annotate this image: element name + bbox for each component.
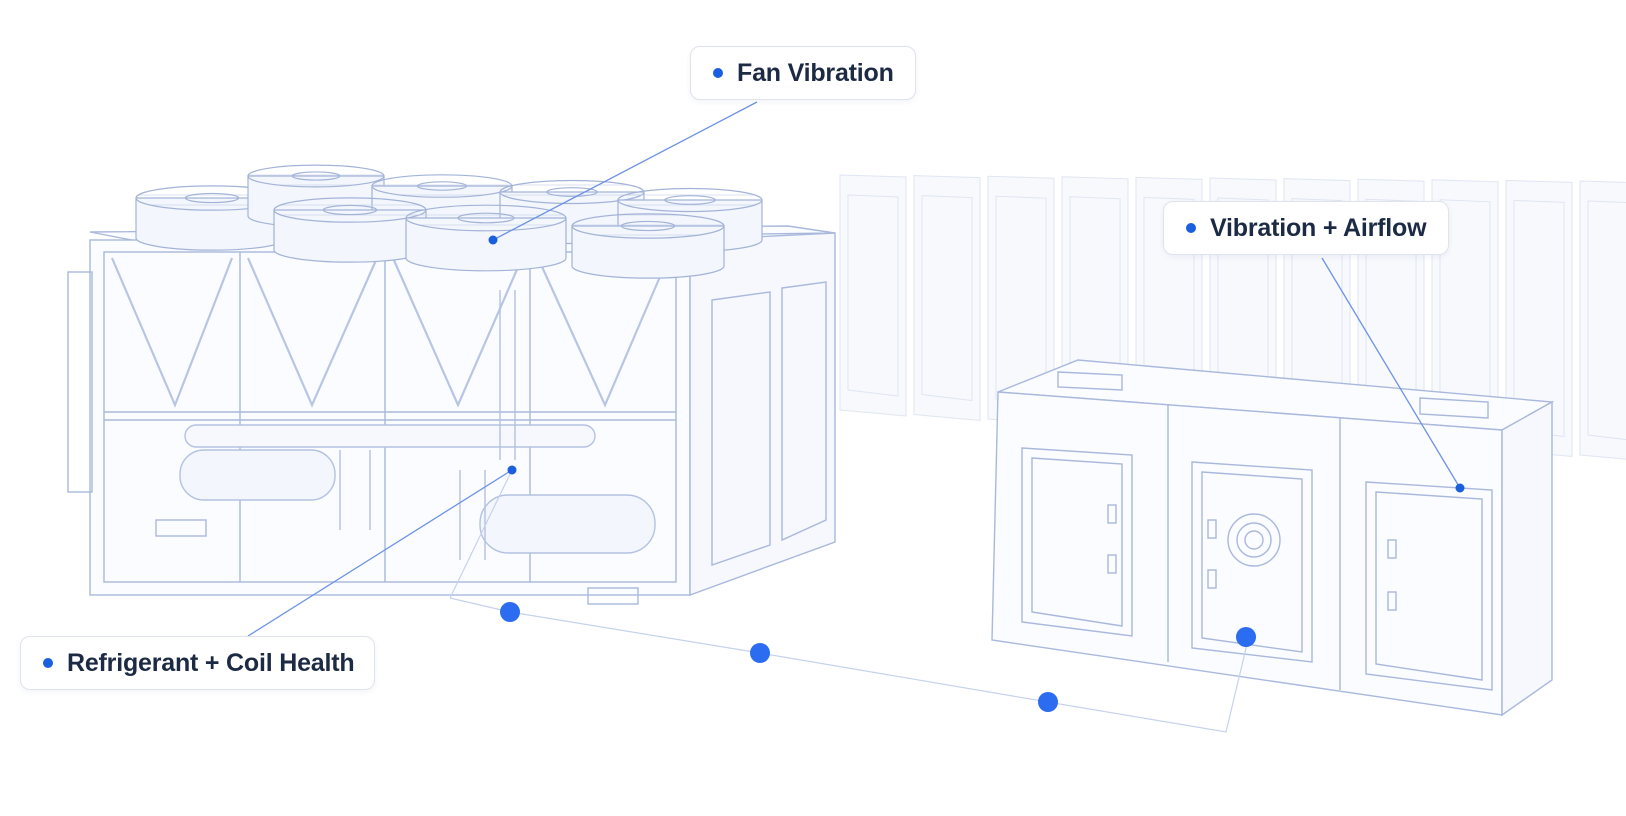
sensor-node-1: [500, 602, 520, 622]
sensor-points: [488, 235, 1465, 712]
callout-vibration-airflow: Vibration + Airflow: [1163, 201, 1449, 255]
callout-label: Vibration + Airflow: [1210, 213, 1427, 242]
sensor-dot-coil: [507, 465, 517, 475]
callout-refrigerant-coil-health: Refrigerant + Coil Health: [20, 636, 375, 690]
callout-label: Refrigerant + Coil Health: [67, 648, 355, 677]
sensor-dot-airflow: [1455, 483, 1465, 493]
sensor-dot-fan: [488, 235, 498, 245]
status-dot-icon: [713, 68, 723, 78]
chiller-unit: [67, 225, 836, 605]
status-dot-icon: [1186, 223, 1196, 233]
callout-fan-vibration: Fan Vibration: [690, 46, 916, 100]
chiller-fans: [135, 164, 763, 279]
sensor-node-2: [750, 643, 770, 663]
sensor-network: [449, 469, 1249, 733]
status-dot-icon: [43, 658, 53, 668]
air-handling-unit: [991, 359, 1555, 717]
sensor-node-4: [1236, 627, 1256, 647]
callout-leaders: [247, 101, 1461, 637]
callout-label: Fan Vibration: [737, 58, 894, 87]
sensor-node-3: [1038, 692, 1058, 712]
